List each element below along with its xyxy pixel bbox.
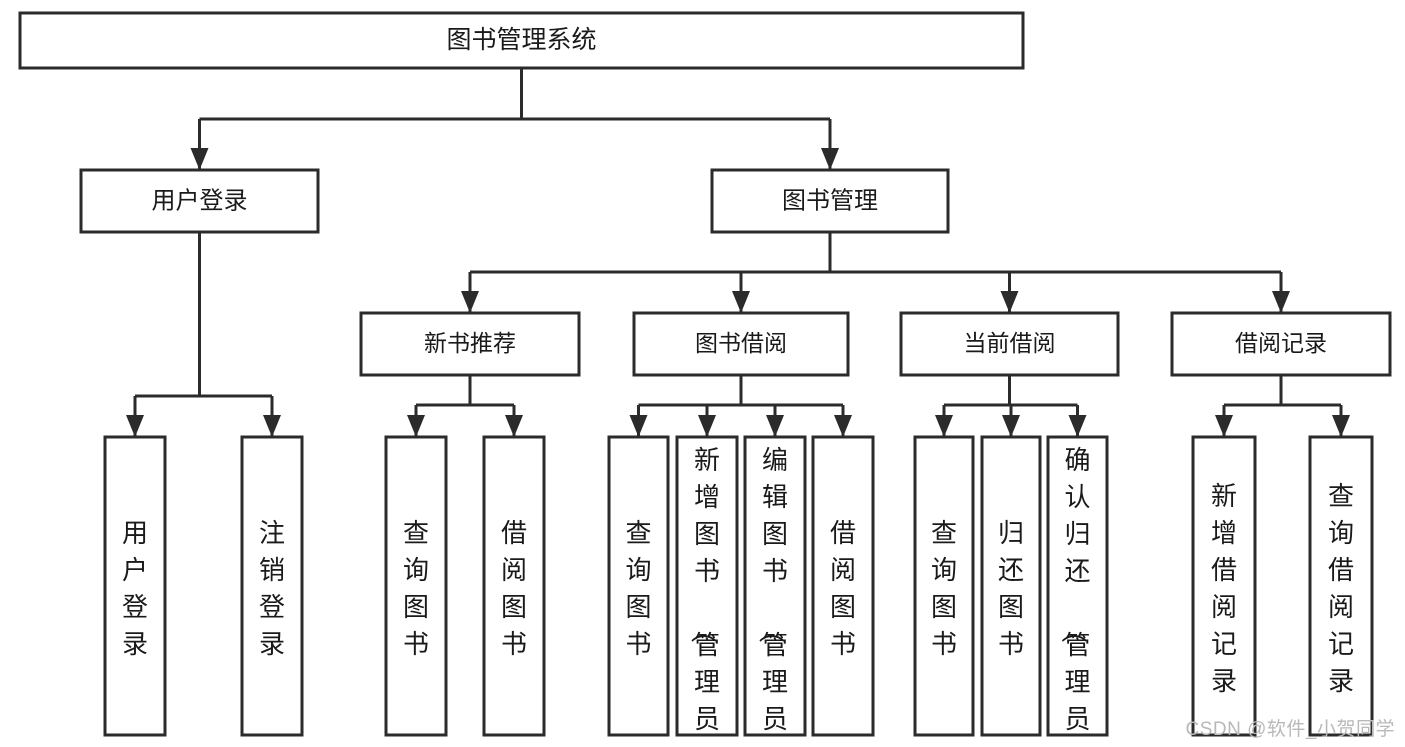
arrow-head-icon-leaf-borrow-book-1 bbox=[505, 415, 523, 437]
arrow-head-icon-leaf-add-record bbox=[1215, 415, 1233, 437]
node-box bbox=[1170, 311, 1392, 377]
node-label: 图书管理 bbox=[782, 187, 878, 214]
arrow-head-icon-book-borrow bbox=[732, 291, 750, 313]
leaf-leaf-query-book-1[interactable]: 查询图书 bbox=[384, 435, 448, 737]
leaf-label: 注销登录 bbox=[259, 518, 285, 659]
node-current-borrow[interactable]: 当前借阅 bbox=[899, 311, 1120, 377]
leaf-leaf-add-record[interactable]: 新增借阅记录 bbox=[1191, 435, 1257, 737]
arrow-head-icon-leaf-query-book-1 bbox=[407, 415, 425, 437]
leaf-leaf-query-book-3[interactable]: 查询图书 bbox=[913, 435, 975, 737]
node-label: 借阅记录 bbox=[1235, 330, 1327, 356]
node-borrow-record[interactable]: 借阅记录 bbox=[1170, 311, 1392, 377]
leaf-box bbox=[811, 435, 875, 737]
arrow-head-icon-leaf-query-book-3 bbox=[935, 415, 953, 437]
leaf-label: 编辑图书（管理员） bbox=[756, 445, 788, 747]
leaf-label: 归还图书 bbox=[998, 518, 1024, 659]
leaf-label: 新增借阅记录 bbox=[1211, 481, 1237, 696]
node-box bbox=[79, 168, 320, 234]
node-label: 图书管理系统 bbox=[446, 26, 596, 54]
arrow-head-icon-book-manage bbox=[821, 148, 839, 170]
leaf-leaf-return-book[interactable]: 归还图书 bbox=[980, 435, 1042, 737]
leaf-label: 查询图书 bbox=[403, 518, 429, 659]
leaf-box bbox=[384, 435, 448, 737]
arrow-head-icon-leaf-user-logout bbox=[263, 415, 281, 437]
node-label: 图书借阅 bbox=[695, 330, 787, 356]
arrow-head-icon-leaf-user-login bbox=[126, 415, 144, 437]
leaf-box bbox=[1191, 435, 1257, 737]
leaf-label: 新增图书（管理员） bbox=[688, 445, 720, 747]
leaf-box bbox=[103, 435, 167, 737]
diagram-nodes: 图书管理系统用户登录图书管理新书推荐图书借阅当前借阅借阅记录用户登录注销登录查询… bbox=[18, 11, 1392, 747]
node-box bbox=[899, 311, 1120, 377]
arrow-head-icon-leaf-add-book bbox=[698, 415, 716, 437]
leaf-box bbox=[913, 435, 975, 737]
leaf-label: 查询借阅记录 bbox=[1328, 481, 1354, 696]
leaf-box bbox=[675, 435, 739, 737]
arrow-head-icon-leaf-return-book bbox=[1002, 415, 1020, 437]
arrow-head-icon-leaf-edit-book bbox=[766, 415, 784, 437]
arrow-head-icon-current-borrow bbox=[1000, 291, 1019, 313]
leaf-label: 借阅图书 bbox=[501, 518, 527, 659]
node-box bbox=[18, 11, 1025, 70]
leaf-leaf-query-book-2[interactable]: 查询图书 bbox=[607, 435, 670, 737]
leaf-box bbox=[743, 435, 807, 737]
leaf-label: 借阅图书 bbox=[830, 518, 856, 659]
arrow-head-icon-new-book-rec bbox=[461, 291, 479, 313]
node-book-manage[interactable]: 图书管理 bbox=[710, 168, 950, 234]
leaf-box bbox=[980, 435, 1042, 737]
arrow-head-icon-leaf-confirm-return bbox=[1068, 415, 1087, 437]
leaf-leaf-confirm-return[interactable]: 确认归还（管理员） bbox=[1046, 435, 1109, 747]
leaf-leaf-borrow-book-1[interactable]: 借阅图书 bbox=[482, 435, 546, 737]
leaf-label: 查询图书 bbox=[931, 518, 957, 659]
node-label: 用户登录 bbox=[152, 187, 248, 214]
node-label: 新书推荐 bbox=[424, 330, 516, 356]
leaf-leaf-user-login[interactable]: 用户登录 bbox=[103, 435, 167, 737]
node-box bbox=[710, 168, 950, 234]
arrow-head-icon-borrow-record bbox=[1272, 291, 1290, 313]
arrow-head-icon-leaf-query-record bbox=[1332, 415, 1350, 437]
node-root[interactable]: 图书管理系统 bbox=[18, 11, 1025, 70]
leaf-leaf-borrow-book-2[interactable]: 借阅图书 bbox=[811, 435, 875, 737]
connector-edges bbox=[126, 68, 1350, 437]
leaf-label: 确认归还（管理员） bbox=[1058, 445, 1090, 747]
leaf-box bbox=[1308, 435, 1374, 737]
leaf-leaf-edit-book[interactable]: 编辑图书（管理员） bbox=[743, 435, 807, 747]
node-box bbox=[632, 311, 850, 377]
leaf-box bbox=[482, 435, 546, 737]
leaf-leaf-user-logout[interactable]: 注销登录 bbox=[240, 435, 304, 737]
leaf-label: 用户登录 bbox=[122, 518, 148, 659]
leaf-leaf-add-book[interactable]: 新增图书（管理员） bbox=[675, 435, 739, 747]
leaf-box bbox=[240, 435, 304, 737]
node-new-book-rec[interactable]: 新书推荐 bbox=[359, 311, 581, 377]
node-label: 当前借阅 bbox=[964, 330, 1056, 356]
leaf-box bbox=[607, 435, 670, 737]
arrow-head-icon-user-login bbox=[190, 148, 209, 170]
leaf-leaf-query-record[interactable]: 查询借阅记录 bbox=[1308, 435, 1374, 737]
node-box bbox=[359, 311, 581, 377]
arrow-head-icon-leaf-query-book-2 bbox=[629, 415, 648, 437]
leaf-label: 查询图书 bbox=[625, 518, 651, 659]
node-book-borrow[interactable]: 图书借阅 bbox=[632, 311, 850, 377]
node-user-login[interactable]: 用户登录 bbox=[79, 168, 320, 234]
leaf-box bbox=[1046, 435, 1109, 737]
arrow-head-icon-leaf-borrow-book-2 bbox=[834, 415, 852, 437]
watermark-text: CSDN @软件_小贺同学 bbox=[1185, 719, 1395, 740]
